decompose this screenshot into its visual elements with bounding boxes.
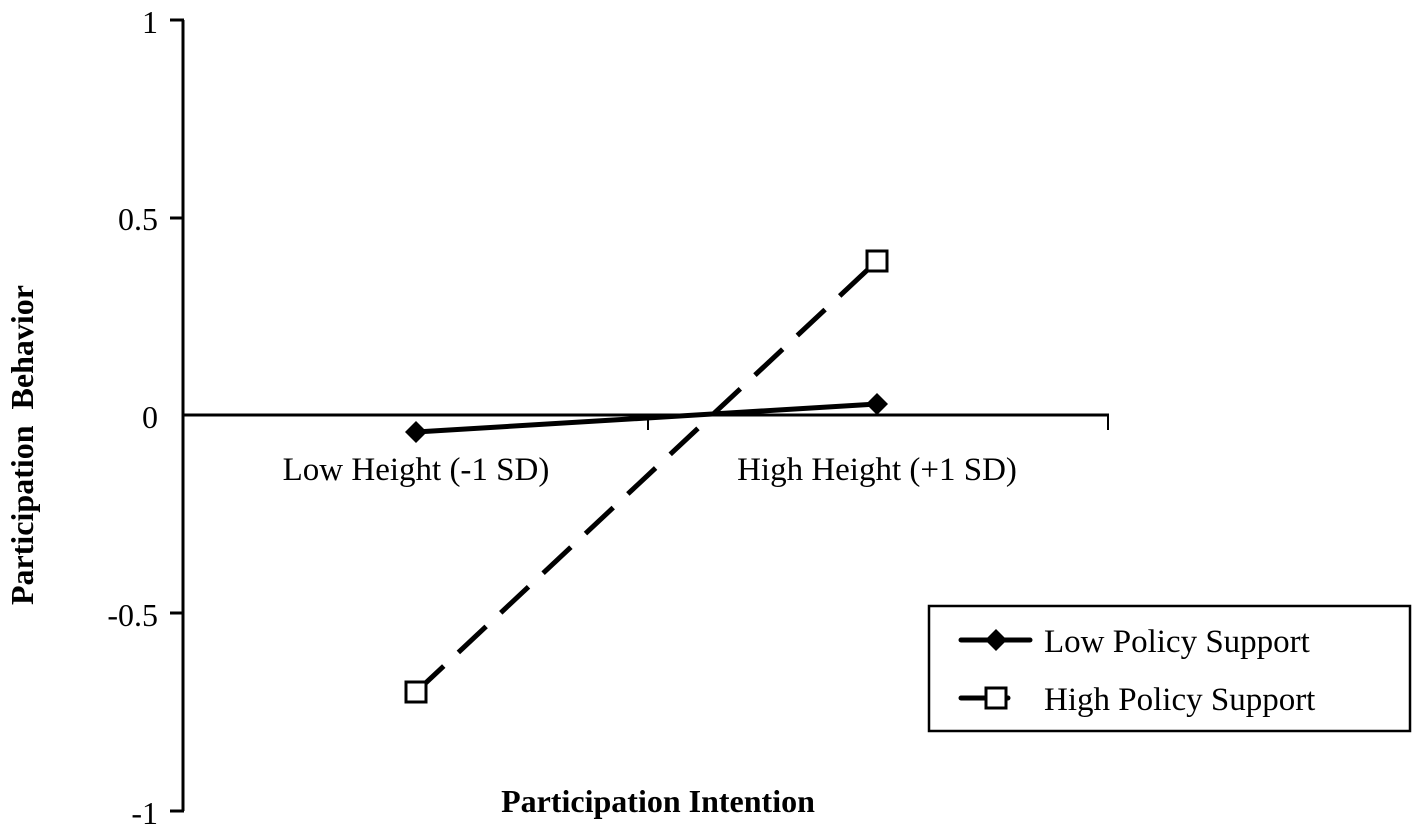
square-marker-icon: [865, 249, 889, 273]
y-tick-label: 0.5: [118, 201, 158, 237]
legend-label: Low Policy Support: [1044, 624, 1310, 660]
series-low-policy-support: [405, 393, 888, 443]
y-tick-label: 1: [142, 4, 158, 40]
legend: Low Policy Support High Policy Support: [927, 604, 1412, 733]
square-marker-icon: [984, 686, 1008, 710]
y-tick-label: -1: [131, 795, 158, 831]
x-axis-title: Participation Intention: [501, 783, 815, 819]
y-tick-label: -0.5: [107, 597, 158, 633]
diamond-marker-icon: [405, 421, 427, 443]
legend-label: High Policy Support: [1044, 682, 1315, 718]
y-axis-title: Participation Behavior: [4, 285, 40, 605]
x-axis: Low Height (-1 SD) High Height (+1 SD): [183, 413, 1109, 488]
y-axis: 1 0.5 0 -0.5 -1: [107, 4, 185, 831]
legend-item-low: Low Policy Support: [958, 624, 1310, 660]
square-marker-icon: [404, 680, 428, 704]
x-category-label: Low Height (-1 SD): [283, 452, 550, 488]
series-high-policy-support: [404, 249, 889, 704]
y-tick-label: 0: [142, 399, 158, 435]
x-category-label: High Height (+1 SD): [737, 452, 1017, 488]
diamond-marker-icon: [866, 393, 888, 415]
legend-item-high: High Policy Support: [958, 682, 1315, 718]
diamond-marker-icon: [985, 629, 1007, 651]
